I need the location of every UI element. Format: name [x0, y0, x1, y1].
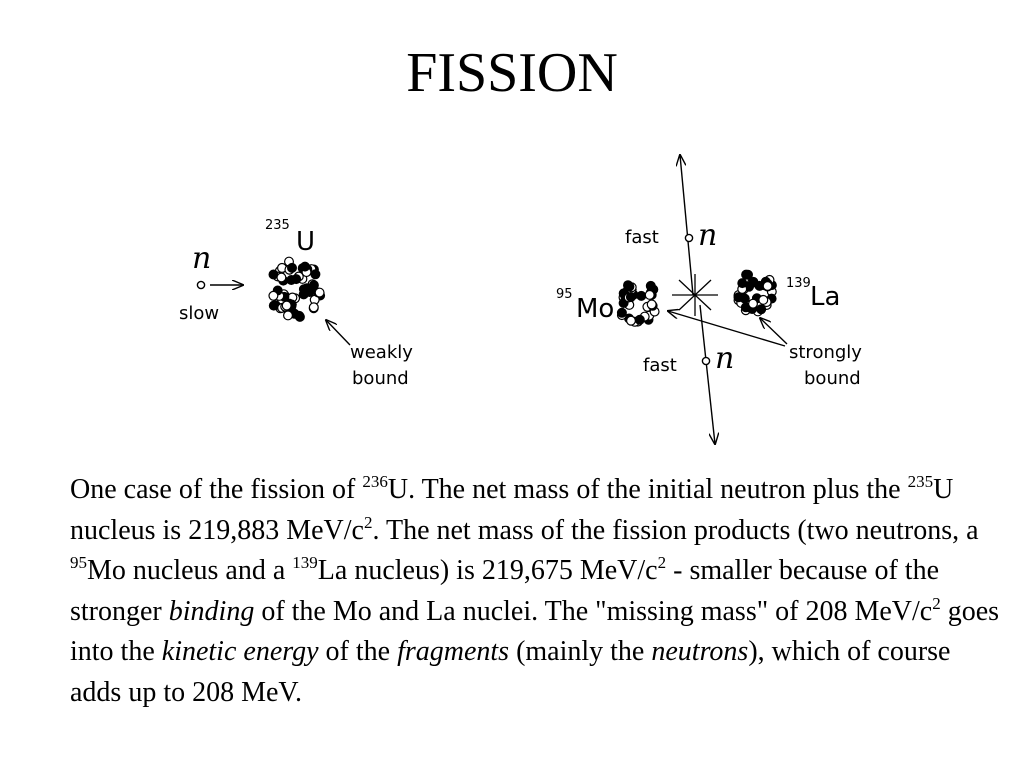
nucleon-mark	[624, 281, 635, 292]
nucleon-mark	[646, 299, 657, 310]
fast-bottom-neutron-symbol: n	[715, 341, 734, 376]
nucleon-mark	[298, 284, 309, 295]
strongly-label: strongly	[789, 342, 862, 363]
bound-label: bound	[352, 368, 409, 389]
uranium-mass-number: 235	[265, 218, 290, 233]
fission-burst-icon	[672, 274, 718, 316]
slow-neutron-icon	[196, 280, 206, 290]
fast-neutron-up-arrow	[680, 155, 694, 296]
nucleon-mark	[634, 314, 645, 325]
nucleon-mark	[300, 261, 311, 272]
nucleon-mark	[616, 307, 627, 318]
slide-title: FISSION	[406, 42, 618, 104]
fast-bottom-label: fast	[643, 355, 677, 376]
nucleon-mark	[758, 294, 769, 305]
caption-paragraph: One case of the fission of 236U. The net…	[70, 472, 1000, 708]
nucleon-mark	[268, 290, 279, 301]
nucleon-mark	[283, 310, 294, 321]
slow-neutron-symbol: n	[192, 241, 211, 276]
nucleon-mark	[625, 292, 636, 303]
molybdenum-symbol: Mo	[576, 294, 614, 324]
weakly-bound-arrow	[326, 320, 351, 346]
nucleon-mark	[756, 304, 767, 315]
nucleon-mark	[742, 269, 753, 280]
nucleon-mark	[762, 281, 773, 292]
nucleon-mark	[287, 262, 298, 273]
nucleon-mark	[291, 274, 302, 285]
strongly-bound-arrow-mo	[668, 311, 786, 347]
nucleon-mark	[747, 298, 758, 309]
before-fission-group: n slow 235 U weakly bound	[179, 218, 413, 389]
uranium-nucleus-icon	[268, 256, 326, 322]
slow-label: slow	[179, 303, 219, 324]
nucleon-mark	[281, 300, 292, 311]
nucleon-mark	[308, 280, 319, 291]
fast-top-label: fast	[625, 227, 659, 248]
fast-neutron-top-icon	[684, 233, 694, 243]
fast-neutron-down-arrow	[699, 304, 715, 444]
after-fission-group: fast n fast n 95 Mo 139 La strongly boun…	[556, 155, 862, 444]
fast-top-neutron-symbol: n	[698, 218, 717, 253]
nucleon-mark	[308, 302, 319, 313]
uranium-symbol: U	[296, 227, 315, 257]
molybdenum-mass-number: 95	[556, 287, 573, 302]
nucleon-mark	[310, 269, 321, 280]
strongly-bound-label: bound	[804, 368, 861, 389]
lanthanum-nucleus-icon	[733, 269, 777, 317]
lanthanum-mass-number: 139	[786, 276, 811, 291]
nucleon-mark	[737, 278, 748, 289]
fission-diagram: n slow 235 U weakly bound fast n fast n	[179, 0, 862, 460]
nucleon-mark	[644, 289, 655, 300]
lanthanum-symbol: La	[810, 282, 840, 312]
molybdenum-nucleus-icon	[616, 280, 660, 327]
nucleon-mark	[314, 287, 325, 298]
strongly-bound-arrow-la	[760, 318, 788, 345]
fast-neutron-bottom-icon	[701, 356, 711, 366]
nucleon-mark	[276, 272, 287, 283]
nucleon-mark	[625, 315, 636, 326]
nucleon-mark	[733, 292, 744, 303]
weakly-label: weakly	[350, 342, 413, 363]
